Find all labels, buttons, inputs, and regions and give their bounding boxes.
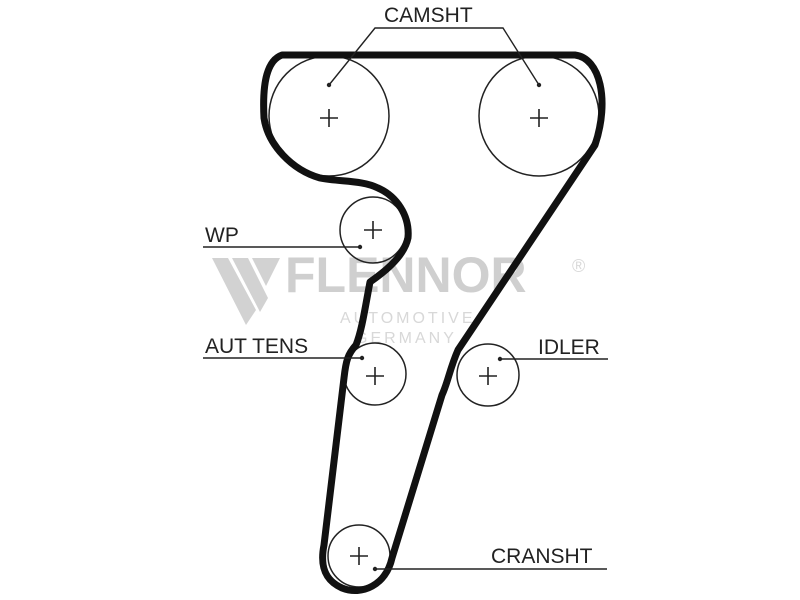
camshaft-right-dot: [536, 82, 542, 88]
auto-tensioner-dot: [359, 355, 365, 361]
watermark-line2: GERMANY: [355, 330, 457, 347]
watermark-registered: ®: [572, 256, 588, 276]
water-pump-dot: [357, 244, 363, 250]
idler-dot: [497, 356, 503, 362]
leader-dots: [326, 82, 542, 572]
leader-lines: [203, 27, 608, 570]
camshaft-leader: [328, 27, 540, 86]
idler-pulley: [456, 343, 520, 407]
camshaft-right-center-icon: [530, 109, 548, 127]
watermark: FLENNOR ® AUTOMOTIVE GERMANY: [212, 247, 588, 347]
camshaft-left-dot: [326, 82, 332, 88]
watermark-logo-icon: [212, 258, 280, 325]
camshaft-label: CAMSHT: [384, 4, 473, 27]
water-pump-center-icon: [364, 221, 382, 239]
auto-tensioner-center-icon: [366, 367, 384, 385]
idler-label: IDLER: [538, 336, 600, 359]
crankshaft-label: CRANSHT: [491, 545, 593, 568]
watermark-brand: FLENNOR: [285, 247, 527, 303]
timing-belt: [260, 51, 606, 595]
auto-tensioner-label: AUT TENS: [205, 335, 308, 358]
water-pump-label: WP: [205, 224, 239, 247]
idler-center-icon: [479, 367, 497, 385]
camshaft-left-center-icon: [320, 109, 338, 127]
watermark-line1: AUTOMOTIVE: [340, 310, 476, 327]
pulley-centers: [320, 109, 548, 565]
crankshaft-dot: [372, 566, 378, 572]
crankshaft-center-icon: [350, 547, 368, 565]
